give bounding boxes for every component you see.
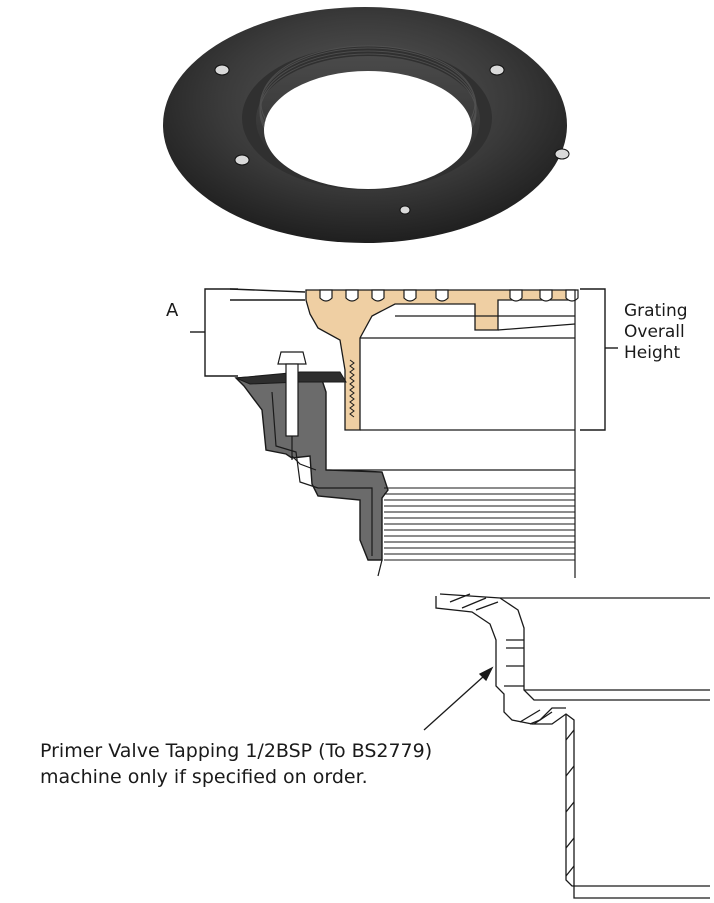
primer-valve-note: Primer Valve Tapping 1/2BSP (To BS2779) …: [40, 738, 432, 790]
drain-body-section: [234, 373, 389, 561]
flange-ring-photo: [163, 7, 570, 243]
grating-height-bracket: [580, 288, 606, 431]
primer-note-line: Primer Valve Tapping 1/2BSP (To BS2779): [40, 740, 433, 762]
grating-body: [305, 289, 576, 431]
grating-label-line: Grating: [624, 301, 688, 321]
primer-note-line: machine only if specified on order.: [40, 766, 368, 788]
primer-tapping-leader: [423, 666, 494, 731]
dimension-a-bracket: [204, 288, 238, 377]
dimension-a-label: A: [166, 300, 179, 321]
spigot-threads: [384, 487, 575, 561]
primer-tapping-detail-diagram: [423, 593, 710, 899]
grating-overall-height-label: Grating Overall Height: [624, 301, 688, 364]
grating-label-line: Overall: [624, 322, 685, 342]
grating-label-line: Height: [624, 343, 681, 363]
section-view-diagram: [190, 288, 618, 578]
